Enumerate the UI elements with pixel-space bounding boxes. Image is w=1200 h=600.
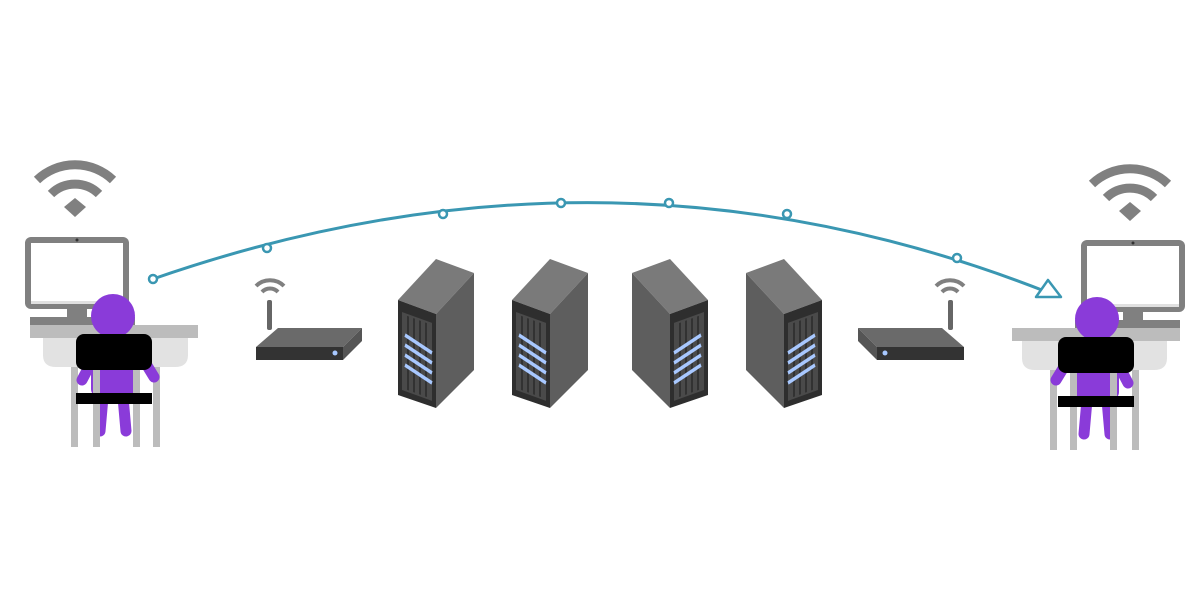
server-icon xyxy=(512,259,588,408)
server-4 xyxy=(746,259,822,408)
server-3 xyxy=(632,259,708,408)
path-node xyxy=(437,208,449,220)
path-node xyxy=(663,197,675,209)
router-icon xyxy=(858,300,964,360)
router-right xyxy=(858,278,966,360)
receiver-workstation xyxy=(1012,169,1185,450)
path-node xyxy=(147,273,159,285)
router-left xyxy=(254,278,362,360)
data-path xyxy=(147,197,1063,299)
server-1 xyxy=(398,259,474,408)
wifi-icon xyxy=(1092,169,1168,221)
path-node xyxy=(781,208,793,220)
arrow-head-icon xyxy=(1034,278,1063,299)
laptop-icon xyxy=(25,237,198,447)
path-node xyxy=(261,242,273,254)
path-curve xyxy=(152,201,1048,294)
router-icon xyxy=(256,300,362,360)
wifi-icon xyxy=(934,278,966,294)
server-icon xyxy=(746,259,822,408)
path-node xyxy=(951,252,963,264)
server-2 xyxy=(512,259,588,408)
server-icon xyxy=(632,259,708,408)
server-icon xyxy=(398,259,474,408)
path-node xyxy=(555,197,567,209)
wifi-icon xyxy=(37,165,113,217)
sender-workstation xyxy=(25,165,198,447)
wifi-icon xyxy=(254,278,286,294)
laptop-icon xyxy=(1012,240,1185,450)
